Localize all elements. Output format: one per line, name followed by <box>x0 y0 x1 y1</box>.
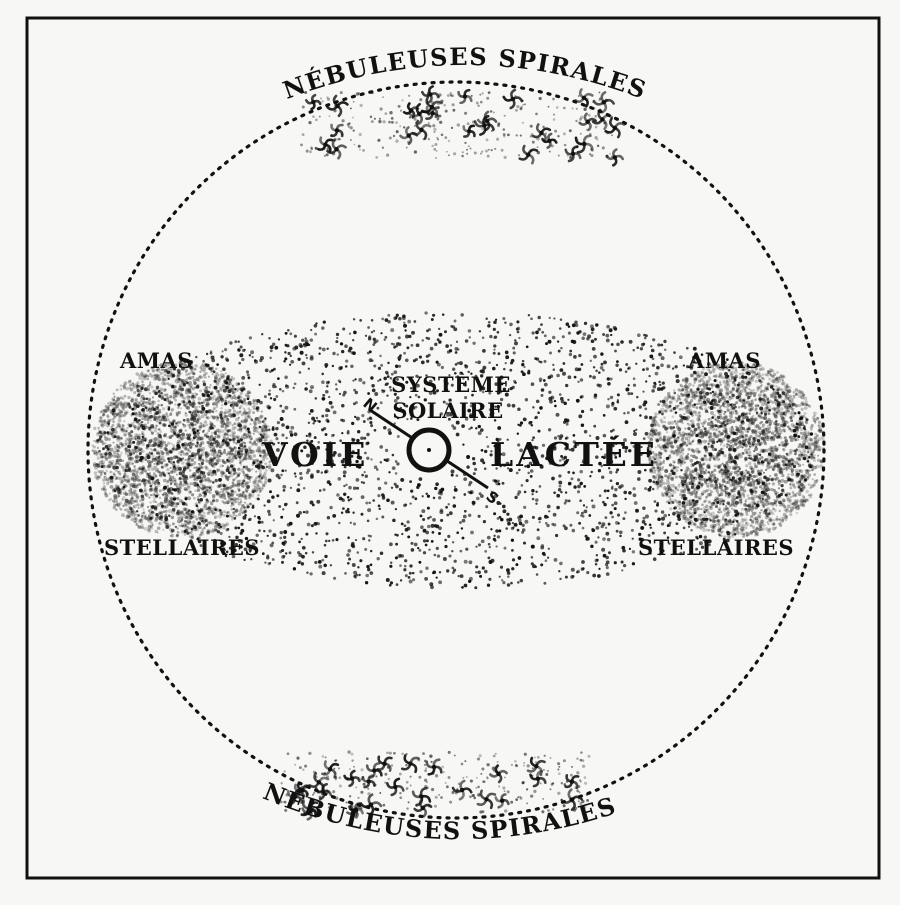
clusters-left-top-label: AMAS <box>119 348 193 373</box>
universe-boundary <box>86 80 826 820</box>
axis-north-label: N <box>359 394 380 416</box>
star-cluster-right <box>647 361 826 540</box>
clusters-right-top-label: AMAS <box>687 348 761 373</box>
spiral-nebulae-bottom <box>279 750 591 821</box>
clusters-left-bottom-label: STELLAIRES <box>104 535 260 560</box>
solar-system-label-line2: SOLAIRE <box>392 398 503 423</box>
star-cluster-left <box>91 361 273 538</box>
spiral-nebulae-top <box>300 85 626 167</box>
milky-way-label-left: VOIE <box>261 435 368 474</box>
outer-frame <box>25 16 881 880</box>
axis-south-label: S <box>482 487 502 508</box>
solar-system-center <box>427 448 431 452</box>
milky-way-star-field <box>96 311 816 590</box>
solar-system-label-line1: SYSTÈME <box>391 372 511 397</box>
milky-way-label-right: LACTÉE <box>490 434 658 474</box>
clusters-right-bottom-label: STELLAIRES <box>638 535 794 560</box>
